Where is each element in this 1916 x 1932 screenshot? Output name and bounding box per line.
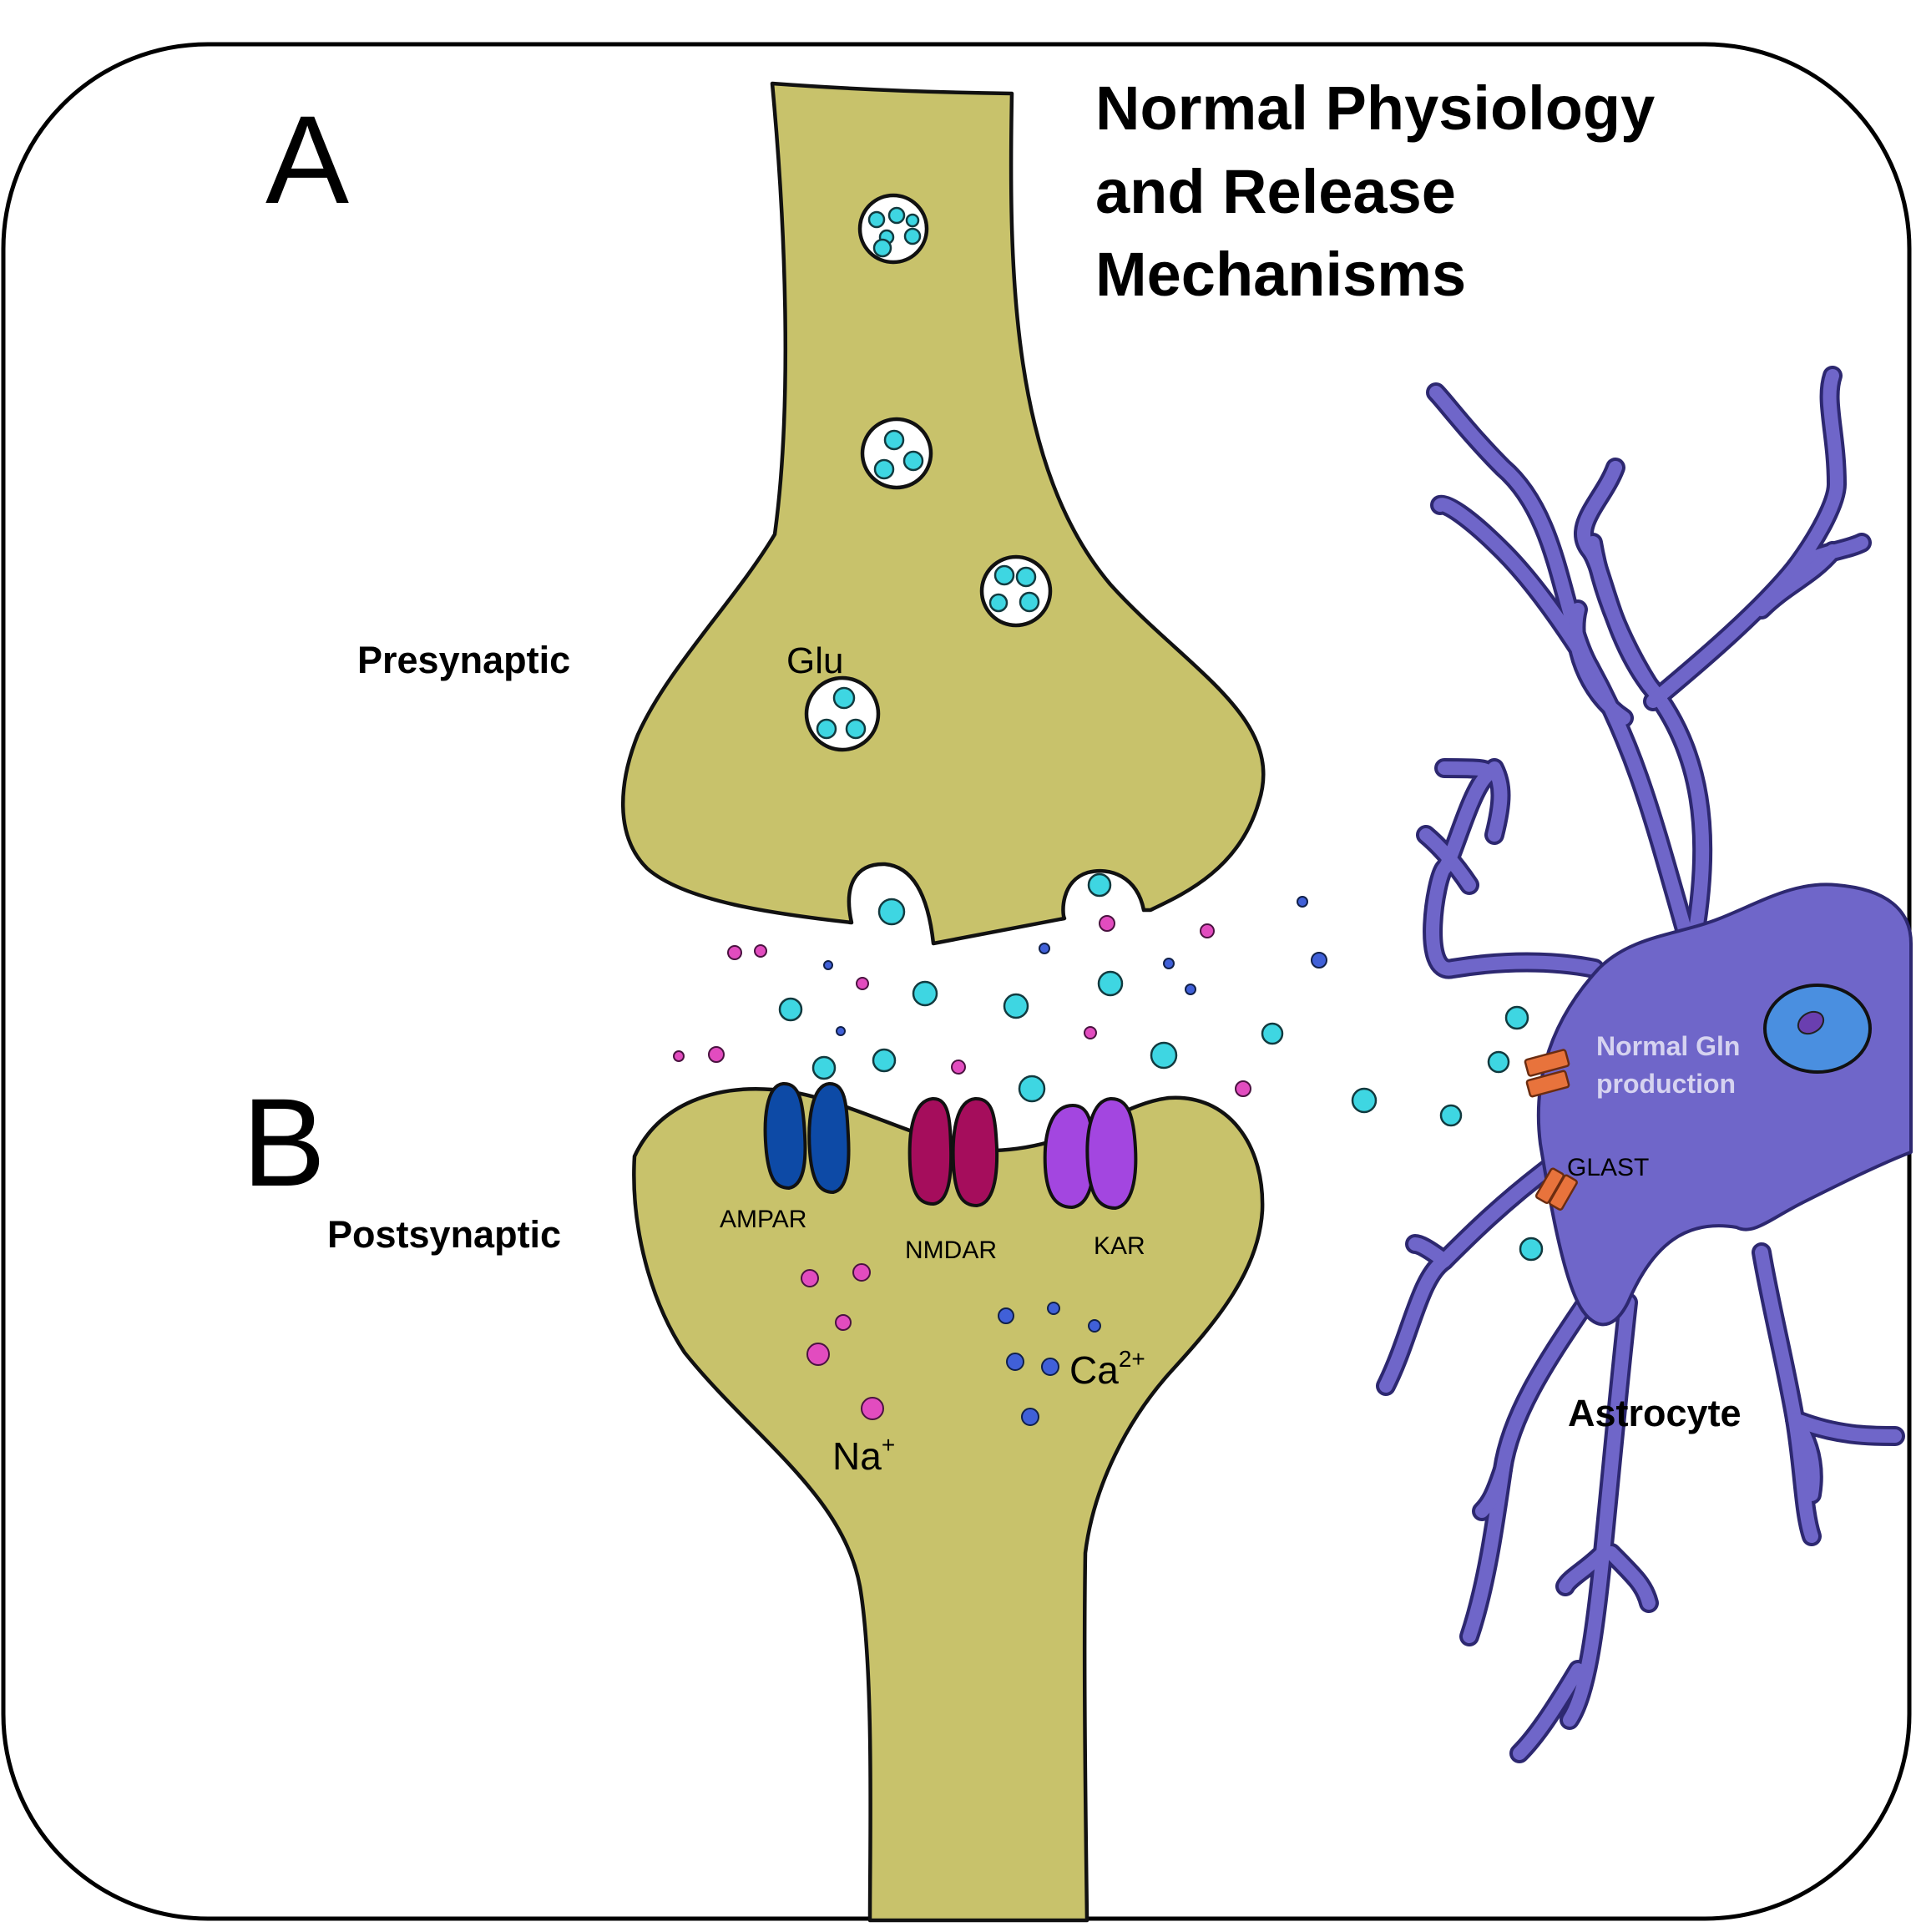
kar-label: KAR	[1094, 1232, 1145, 1260]
glutamate-dot	[1087, 872, 1112, 898]
panel-label-b: B	[242, 1072, 326, 1212]
cleft-calcium	[823, 896, 1327, 1036]
gln-production-label-line-1: Normal Gln	[1596, 1031, 1740, 1061]
glast-label: GLAST	[1567, 1154, 1649, 1181]
receptor-ampar	[763, 1081, 851, 1195]
glutamate-dot	[877, 898, 906, 926]
synaptic-vesicle	[860, 417, 933, 490]
sodium-label-charge: +	[882, 1432, 895, 1458]
glast-transporter	[1524, 1049, 1570, 1098]
calcium-label-base: Ca	[1069, 1348, 1119, 1392]
synaptic-vesicle	[857, 193, 929, 265]
astrocyte-label: Astrocyte	[1568, 1392, 1742, 1434]
cleft-sodium	[673, 915, 1251, 1097]
calcium-label: Ca2+	[1069, 1346, 1145, 1392]
panel-label-a: A	[265, 89, 349, 230]
receptor-kar	[1043, 1096, 1138, 1211]
presynaptic-terminal	[621, 81, 1266, 946]
figure-title-line-3: Mechanisms	[1095, 240, 1466, 309]
glutamate-label: Glu	[786, 640, 843, 681]
cleft-glutamate	[778, 970, 1544, 1262]
postsynaptic-label: Postsynaptic	[327, 1213, 561, 1256]
postsynaptic-calcium	[998, 1302, 1101, 1426]
sodium-label-base: Na	[832, 1434, 882, 1478]
figure-title-line-1: Normal Physiology	[1095, 73, 1655, 143]
astrocyte	[1376, 366, 1913, 1763]
sodium-label: Na+	[832, 1432, 895, 1478]
ampar-label: AMPAR	[720, 1206, 806, 1233]
synaptic-vesicle	[979, 554, 1053, 628]
calcium-label-charge: 2+	[1119, 1346, 1145, 1372]
synaptic-vesicle	[804, 675, 881, 752]
receptor-nmdar	[907, 1096, 999, 1208]
nucleolus	[1797, 1010, 1825, 1035]
nmdar-label: NMDAR	[905, 1237, 997, 1264]
postsynaptic-sodium	[801, 1263, 884, 1420]
glast-transporter	[1534, 1167, 1578, 1211]
figure-title-line-2: and Release	[1095, 157, 1456, 226]
gln-production-label-line-2: production	[1596, 1069, 1736, 1099]
presynaptic-label: Presynaptic	[357, 639, 570, 681]
presynaptic-vesicles	[804, 193, 1053, 752]
